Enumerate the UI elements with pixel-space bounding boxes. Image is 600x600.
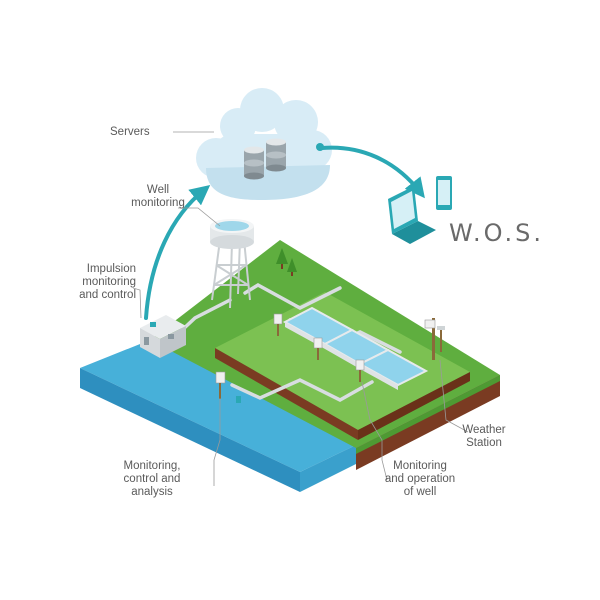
- treatment-basins: [282, 306, 429, 390]
- label-well-monitoring: Well monitoring: [131, 184, 185, 209]
- server-stacks: [244, 138, 286, 180]
- arrow-cloud-to-devices: [320, 145, 425, 199]
- label-impulsion: Impulsion monitoring and control: [79, 263, 136, 301]
- brand-wos: W.O.S.: [449, 219, 545, 247]
- weather-station: [424, 318, 445, 360]
- control-hut: [140, 315, 186, 358]
- arrow-hut-to-cloud: [144, 184, 211, 320]
- water-tower: [211, 239, 251, 309]
- ground-platform: [80, 240, 500, 492]
- leader-lines: [132, 131, 469, 486]
- label-monitoring-operation-well: Monitoring and operation of well: [384, 460, 456, 498]
- water-channel: [80, 340, 356, 472]
- label-monitoring-control-analysis: Monitoring, control and analysis: [123, 460, 181, 498]
- trees: [276, 248, 297, 276]
- laptop: [388, 186, 436, 244]
- label-servers: Servers: [110, 126, 150, 138]
- cloud: [196, 88, 332, 200]
- water-tower-tank: [210, 219, 254, 249]
- data-flow-arrows: [144, 145, 425, 320]
- label-weather-station: Weather Station: [462, 424, 506, 449]
- sensor-posts: [215, 313, 365, 403]
- smartphone: [436, 176, 452, 210]
